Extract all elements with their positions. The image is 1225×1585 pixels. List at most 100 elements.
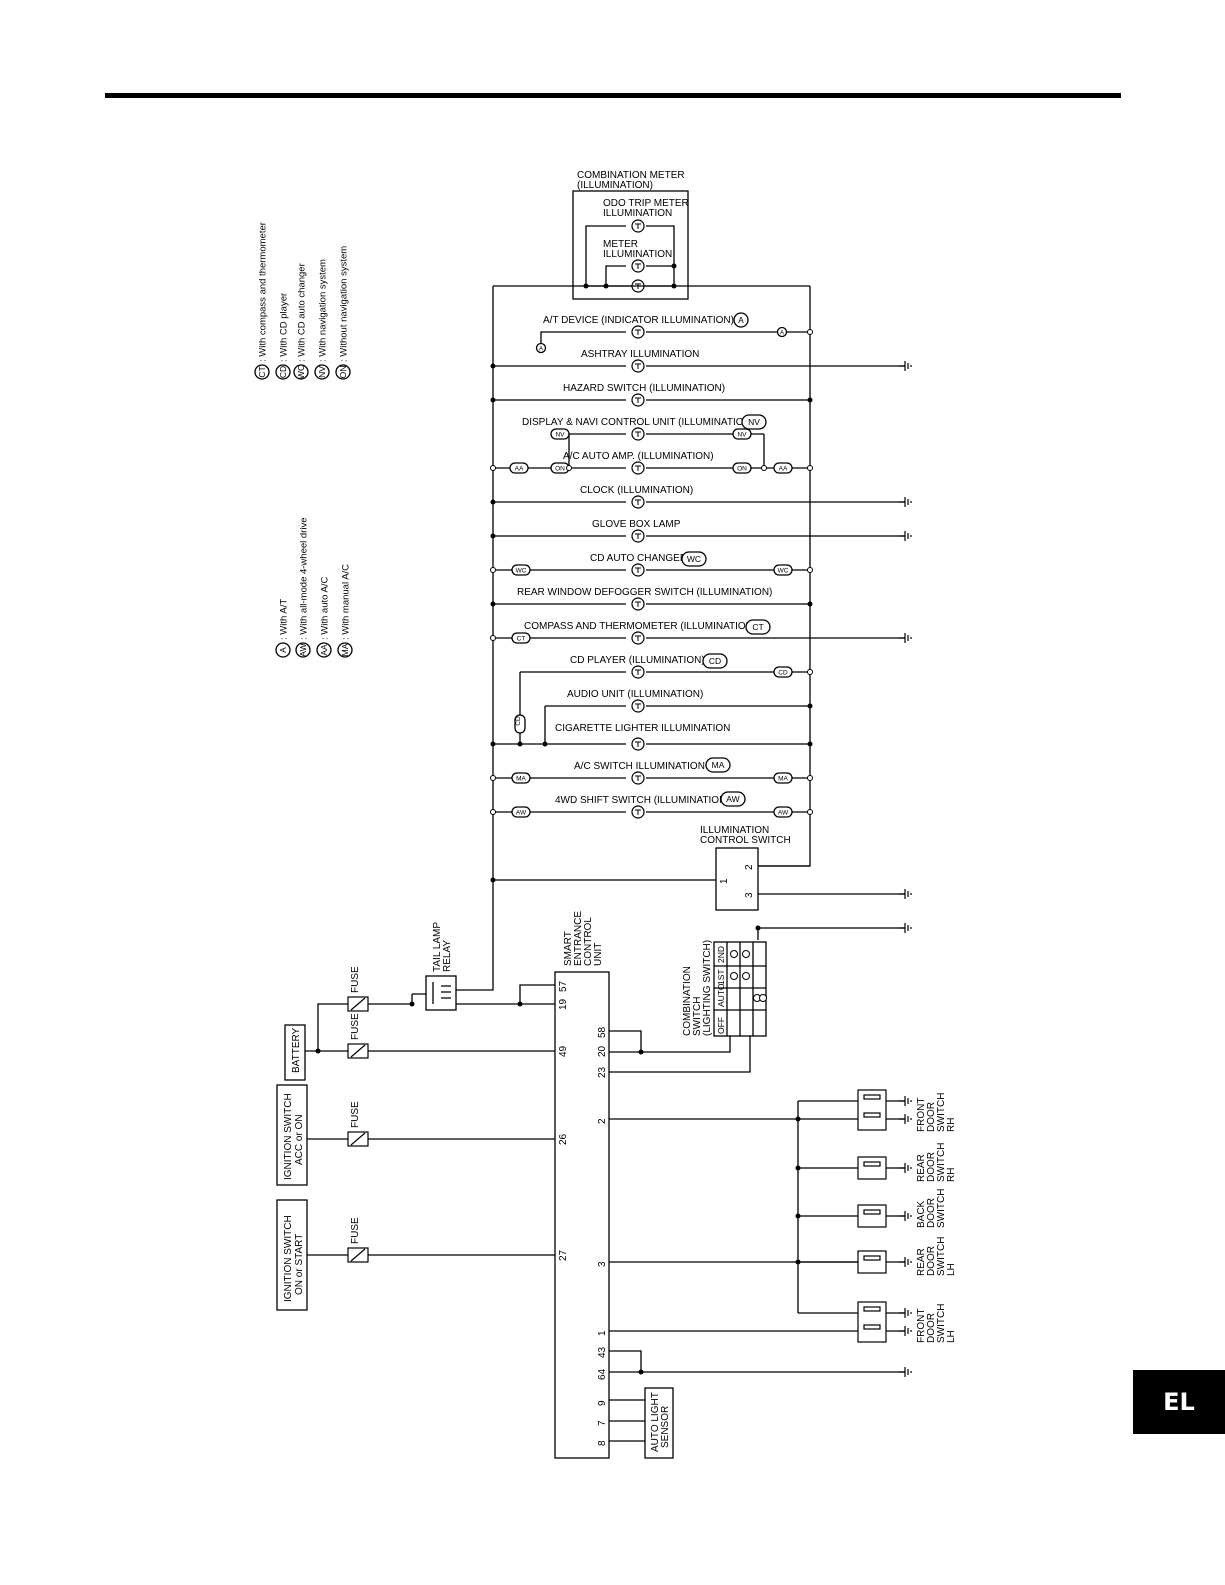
door-fr-lh-2: DOOR — [926, 1313, 937, 1343]
secu-pin-8: 8 — [597, 1440, 608, 1446]
badge-cd-player: CD — [709, 656, 721, 666]
cd-changer-bulb-icon — [631, 563, 645, 577]
row-title-badges: A NV WC CT CD MA AW — [681, 312, 771, 807]
legend-badge-ma: MA — [340, 643, 350, 656]
ignition-switch-on: IGNITION SWITCH ON or START — [276, 1199, 308, 1311]
ashtray-bulb-icon — [631, 359, 645, 373]
row-label-audio-unit: AUDIO UNIT (ILLUMINATION) — [567, 689, 703, 700]
wire-badge-nv-right: NV — [737, 432, 747, 439]
door-fr-rh-3: SWITCH — [936, 1093, 947, 1132]
secu-pin-26: 26 — [558, 1133, 569, 1145]
ground-icon — [898, 1162, 912, 1174]
ground-icon — [898, 1095, 912, 1107]
door-rr-rh-4: RH — [946, 1168, 957, 1182]
door-rr-rh-1: REAR — [916, 1154, 927, 1182]
row-label-clock: CLOCK (ILLUMINATION) — [580, 485, 693, 496]
fuse-icon — [347, 1043, 369, 1059]
row-label-at-device: A/T DEVICE (INDICATOR ILLUMINATION) — [543, 315, 734, 326]
secu-box — [554, 971, 610, 1459]
combo-pos-off: OFF — [716, 1017, 726, 1034]
door-fr-rh-1: FRONT — [916, 1098, 927, 1132]
auto-light-sensor: AUTO LIGHT SENSOR — [644, 1387, 674, 1459]
defogger-bulb-icon — [631, 597, 645, 611]
ground-icon — [898, 888, 912, 900]
secu-label-2: ENTRANCE — [573, 911, 584, 966]
door-rr-rh-2: DOOR — [926, 1152, 937, 1182]
secu-label-4: UNIT — [593, 943, 604, 966]
fuse-icon — [347, 1131, 369, 1147]
badge-at-device: A — [738, 315, 744, 325]
badge-cd-changer: WC — [687, 554, 701, 564]
secu-pin-27: 27 — [558, 1249, 569, 1261]
secu-pin-49: 49 — [558, 1045, 569, 1057]
wire-badge-ma-left: MA — [516, 776, 526, 783]
wire-option-badges: A A NV NV ON ON AA AA WC WC CT CD CD MA … — [509, 326, 793, 818]
ground-icon — [898, 1256, 912, 1268]
combo-switch-label-2: SWITCH — [692, 997, 703, 1036]
legend-badge-aw: AW — [298, 643, 308, 656]
wire-badge-aa-left: AA — [515, 466, 524, 473]
4wd-shift-bulb-icon — [631, 805, 645, 819]
cigarette-bulb-icon — [631, 737, 645, 751]
illumination-bulbs — [631, 325, 645, 819]
secu-pin-9: 9 — [597, 1400, 608, 1406]
wire-badge-aw-right: AW — [778, 810, 789, 817]
row-label-cd-player: CD PLAYER (ILLUMINATION) — [570, 655, 705, 666]
secu-pin-2: 2 — [597, 1118, 608, 1124]
door-rr-lh-3: SWITCH — [936, 1237, 947, 1276]
ics-pin-1: 1 — [719, 878, 730, 884]
row-label-hazard: HAZARD SWITCH (ILLUMINATION) — [563, 383, 725, 394]
ign-acc-label-2: ACC or ON — [294, 1114, 305, 1165]
combo-switch-label-1: COMBINATION — [682, 966, 693, 1036]
clock-bulb-icon — [631, 495, 645, 509]
row-label-ashtray: ASHTRAY ILLUMINATION — [581, 349, 699, 360]
door-back-1: BACK — [916, 1200, 927, 1228]
wire-badge-nv-left: NV — [555, 432, 565, 439]
glove-box-bulb-icon — [631, 529, 645, 543]
legend-text-cd: : With CD player — [279, 293, 290, 362]
odo-trip-label: ODO TRIP METER — [603, 198, 689, 209]
row-label-4wd-shift: 4WD SHIFT SWITCH (ILLUMINATION) — [555, 795, 730, 806]
secu-pin-3: 3 — [597, 1261, 608, 1267]
legend-badge-a: A — [278, 647, 288, 653]
bus-wires — [492, 285, 811, 880]
illumination-control-switch: ILLUMINATION CONTROL SWITCH 1 2 3 — [493, 825, 912, 940]
row-label-ac-auto-amp: A/C AUTO AMP. (ILLUMINATION) — [563, 451, 714, 462]
combination-switch: COMBINATION SWITCH (LIGHTING SWITCH) OFF… — [682, 940, 767, 1037]
door-switch-labels: FRONT DOOR SWITCH RH REAR DOOR SWITCH RH… — [916, 1093, 957, 1343]
als-label-1: AUTO LIGHT — [650, 1392, 661, 1452]
badge-4wd-shift: AW — [726, 794, 739, 804]
ground-icon — [898, 1366, 912, 1378]
badge-ac-switch: MA — [712, 760, 725, 770]
relay-label-1: TAIL LAMP — [432, 922, 443, 972]
odo-illumination-label: ILLUMINATION — [603, 208, 672, 219]
combination-meter: COMBINATION METER (ILLUMINATION) ODO TRI… — [572, 170, 689, 300]
door-switch-wiring — [795, 1095, 912, 1337]
legend-text-ma: : With manual A/C — [341, 564, 352, 640]
wire-badge-ma-right: MA — [778, 776, 788, 783]
legend-text-aa: : With auto A/C — [320, 577, 331, 640]
door-rr-lh-1: REAR — [916, 1248, 927, 1276]
fuse-label-2: FUSE — [350, 1013, 361, 1040]
ground-icon — [898, 496, 912, 508]
legend-text-wc: : With CD auto changer — [297, 263, 308, 362]
at-device-bulb-icon — [631, 325, 645, 339]
door-fr-rh-2: DOOR — [926, 1102, 937, 1132]
combo-switch-label-3: (LIGHTING SWITCH) — [702, 940, 713, 1036]
wire-badge-a-left: A — [539, 347, 543, 353]
wire-badge-cd-right: CD — [778, 670, 788, 677]
door-fr-lh-3: SWITCH — [936, 1304, 947, 1343]
door-fr-rh-4: RH — [946, 1118, 957, 1132]
legend-left-block: A : With A/T AW : With all-mode 4-wheel … — [275, 518, 353, 658]
door-back-2: DOOR — [926, 1198, 937, 1228]
secu-pin-43: 43 — [597, 1346, 608, 1358]
wire-badge-wc-left: WC — [516, 568, 527, 575]
tail-lamp-relay: TAIL LAMP RELAY — [409, 880, 555, 1011]
wire-badge-wc-right: WC — [778, 568, 789, 575]
meter-bulb-icon — [631, 259, 645, 273]
ics-pin-3: 3 — [744, 892, 755, 898]
wire-badge-ct: CT — [517, 636, 526, 643]
combination-meter-title: COMBINATION METER — [577, 170, 685, 181]
badge-display-navi: NV — [748, 417, 760, 427]
fuses: FUSE FUSE FUSE FUSE — [305, 966, 555, 1263]
